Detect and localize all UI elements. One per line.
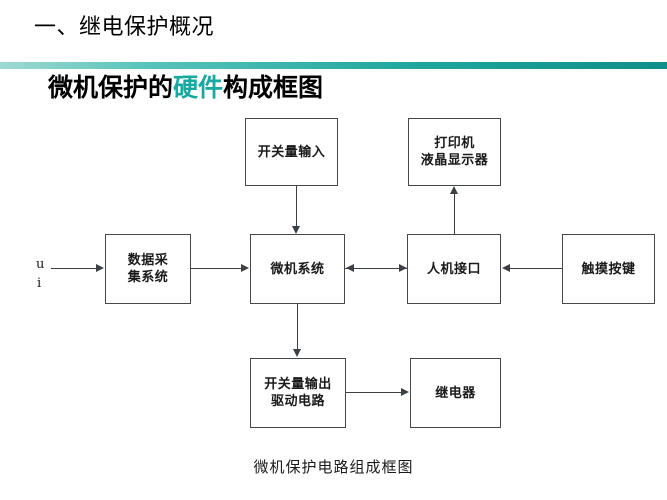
slide-subtitle-before: 微机保护的 — [48, 73, 174, 102]
signal-label-current: i — [37, 276, 42, 291]
arrowhead-keys-to-hmi — [502, 264, 510, 272]
arrowhead-hmi-to-display — [450, 186, 458, 194]
node-digital-input[interactable]: 开关量输入 — [245, 118, 338, 186]
edge-mcu-to-hmi — [345, 268, 407, 270]
node-microcomputer-system[interactable]: 微机系统 — [250, 234, 345, 304]
edge-input-to-daq — [51, 268, 97, 270]
arrowhead-input-to-daq — [96, 264, 104, 272]
edge-mcu-to-do — [297, 304, 299, 350]
slide-subtitle: 微机保护的硬件构成框图 — [48, 72, 323, 104]
edge-do-to-relay — [346, 392, 402, 394]
arrowhead-mcu-to-do — [293, 349, 301, 357]
node-data-acquisition[interactable]: 数据采 集系统 — [105, 234, 191, 304]
slide-subtitle-highlight: 硬件 — [173, 73, 224, 102]
arrowhead-daq-to-mcu — [241, 264, 249, 272]
node-touch-keys[interactable]: 触摸按键 — [562, 234, 655, 304]
edge-keys-to-hmi — [509, 268, 562, 270]
edge-di-to-mcu — [296, 186, 298, 227]
page-title: 一、继电保护概况 — [34, 15, 215, 40]
edge-hmi-to-display — [454, 194, 456, 235]
arrowhead-do-to-relay — [401, 388, 409, 396]
arrowhead-di-to-mcu — [292, 226, 300, 234]
slide-subtitle-after: 构成框图 — [223, 73, 324, 102]
figure-caption: 微机保护电路组成框图 — [253, 458, 414, 476]
node-human-machine-interface[interactable]: 人机接口 — [407, 234, 501, 304]
signal-label-voltage: u — [36, 257, 45, 272]
arrowhead-mcu-to-hmi — [399, 264, 407, 272]
header-divider — [0, 62, 667, 69]
edge-daq-to-mcu — [191, 268, 242, 270]
arrowhead-hmi-to-mcu — [346, 264, 354, 272]
node-relay[interactable]: 继电器 — [410, 358, 501, 428]
node-digital-output-drive-circuit[interactable]: 开关量输出 驱动电路 — [250, 358, 346, 428]
node-printer-lcd-display[interactable]: 打印机 液晶显示器 — [408, 118, 501, 186]
